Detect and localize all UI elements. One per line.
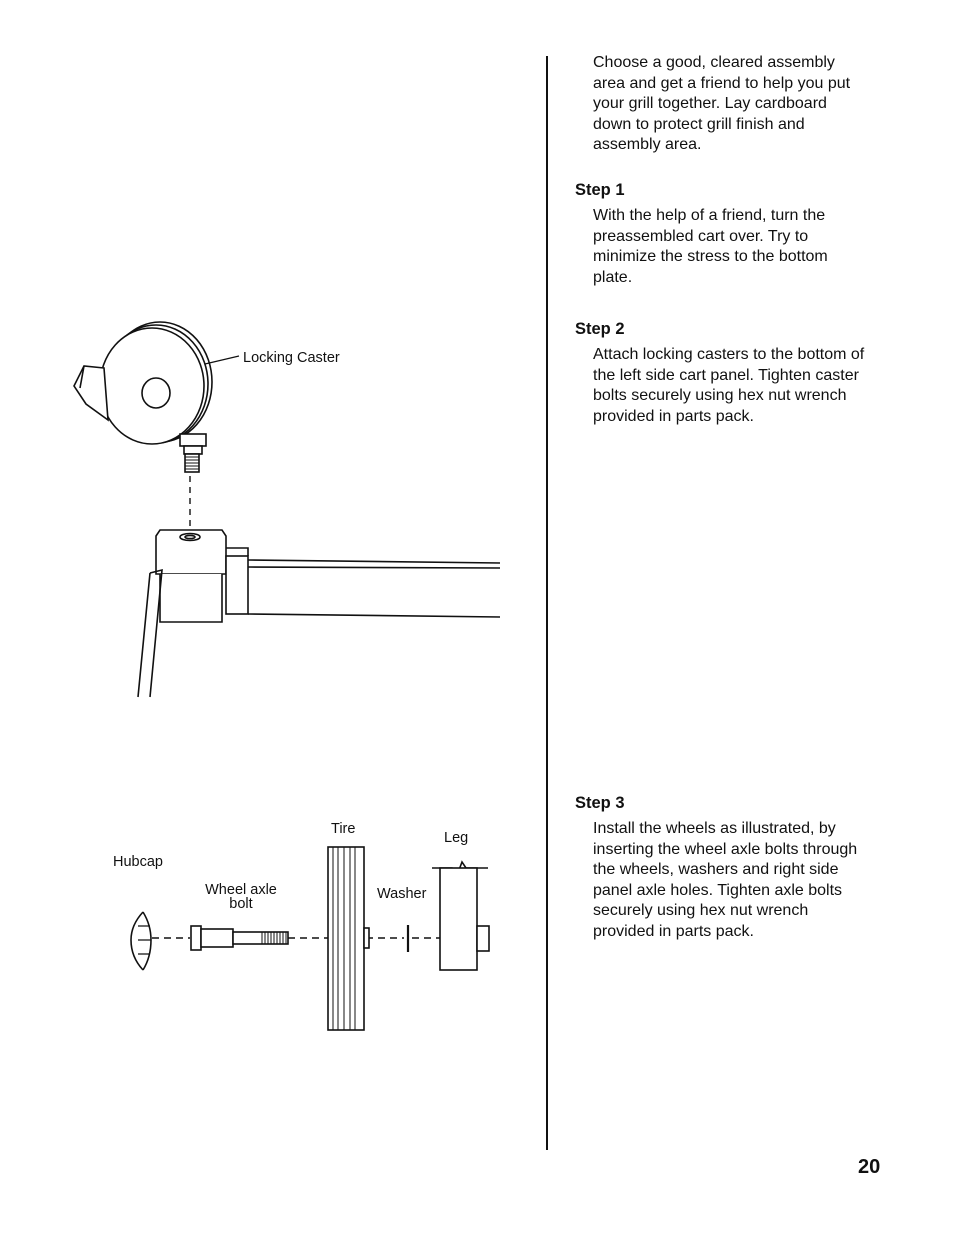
step-2-heading: Step 2 [575,320,625,338]
wheel-axle-label-line2: bolt [229,896,252,912]
wheel-axle-label-line1: Wheel axle [205,882,277,898]
page-number: 20 [858,1156,881,1178]
leg-label: Leg [444,830,468,846]
column-divider [546,56,548,1150]
intro-paragraph: Choose a good, cleared assembly area and… [593,54,851,153]
step-2-text: Attach locking casters to the bottom of … [593,346,865,425]
locking-caster-figure [73,321,501,698]
tire-label: Tire [331,821,355,837]
step-1-heading: Step 1 [575,181,625,199]
step-3-text: Install the wheels as illustrated, by in… [593,820,858,940]
hubcap-label: Hubcap [113,854,163,870]
locking-caster-label: Locking Caster [243,350,340,366]
step-1-text: With the help of a friend, turn the prea… [593,207,828,286]
step-3-heading: Step 3 [575,794,625,812]
wheel-assembly-figure [130,846,490,1031]
washer-label: Washer [377,886,427,902]
